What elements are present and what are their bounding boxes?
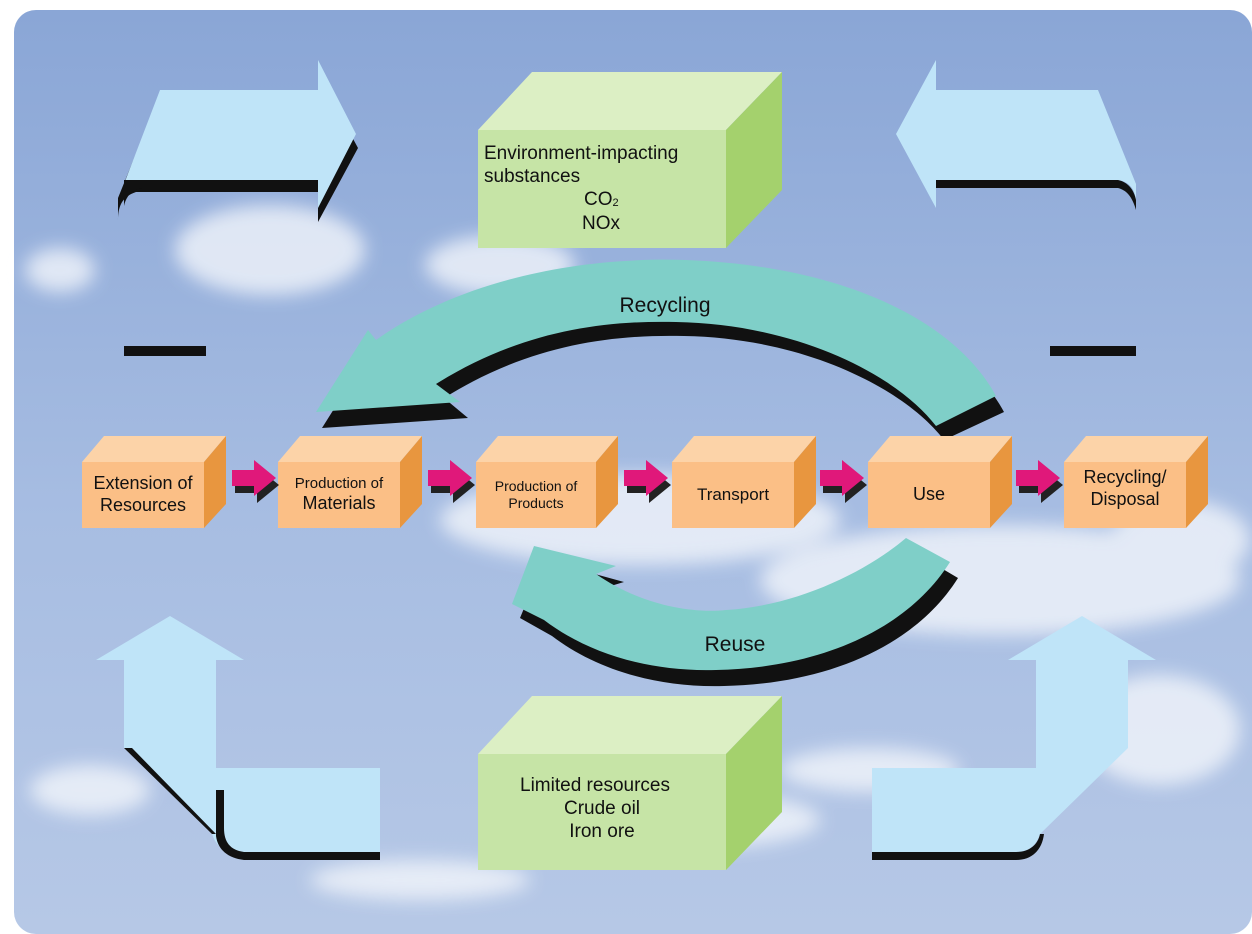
nox-formula: NOx xyxy=(582,212,620,234)
co2-main: CO xyxy=(584,189,613,211)
step-materials-line1: Production of xyxy=(294,474,384,492)
top-left-bent-arrow xyxy=(118,60,358,364)
connector-arrow-4 xyxy=(820,460,867,503)
reuse-loop-arrow xyxy=(512,538,958,687)
co2-formula: CO2 xyxy=(484,188,724,211)
connector-arrow-1 xyxy=(232,460,279,503)
clouds xyxy=(25,205,1250,900)
step-label-extension: Extension of Resources xyxy=(82,462,204,528)
environment-line1: Environment-impacting xyxy=(484,143,679,164)
step-label-materials: Production of Materials xyxy=(278,462,400,528)
top-right-bent-arrow xyxy=(896,60,1136,356)
step-extension-line2: Resources xyxy=(99,495,187,515)
resources-box xyxy=(478,696,782,870)
environment-line2: substances xyxy=(484,166,581,188)
recycling-loop-label: Recycling xyxy=(619,294,711,317)
step-disposal-line1: Recycling/ xyxy=(1083,467,1167,488)
bottom-left-bent-arrow xyxy=(96,616,380,860)
step-disposal-line2: Disposal xyxy=(1090,489,1160,509)
resources-line2: Crude oil xyxy=(563,798,641,820)
process-box-materials xyxy=(278,436,422,528)
process-box-disposal xyxy=(1064,436,1208,528)
process-box-transport xyxy=(672,436,816,528)
environment-box xyxy=(478,72,782,248)
connector-arrow-2 xyxy=(428,460,475,503)
resources-line1: Limited resources xyxy=(520,775,670,796)
step-products-line2: Products xyxy=(508,495,564,511)
step-use-line1: Use xyxy=(912,484,945,505)
step-products-line1: Production of xyxy=(494,477,578,494)
resources-box-label: Limited resources Crude oil Iron ore xyxy=(478,774,726,844)
bottom-right-bent-arrow xyxy=(872,616,1156,860)
step-label-disposal: Recycling/ Disposal xyxy=(1064,456,1186,522)
step-transport-line1: Transport xyxy=(696,484,770,504)
connector-arrow-5 xyxy=(1016,460,1063,503)
step-label-products: Production of Products xyxy=(476,462,596,528)
step-label-use: Use xyxy=(868,462,990,528)
process-box-use xyxy=(868,436,1012,528)
co2-subscript: 2 xyxy=(612,197,619,210)
connector-arrow-3 xyxy=(624,460,671,503)
environment-box-label: Environment-impacting substances CO2 NOx xyxy=(484,142,724,235)
process-box-extension xyxy=(82,436,226,528)
process-box-products xyxy=(476,436,618,528)
step-materials-line2: Materials xyxy=(302,493,376,514)
step-extension-line1: Extension of xyxy=(93,473,193,494)
recycling-loop-arrow xyxy=(316,259,1004,440)
step-label-transport: Transport xyxy=(672,462,794,528)
resources-line3: Iron ore xyxy=(569,821,635,843)
reuse-loop-label: Reuse xyxy=(704,633,766,656)
